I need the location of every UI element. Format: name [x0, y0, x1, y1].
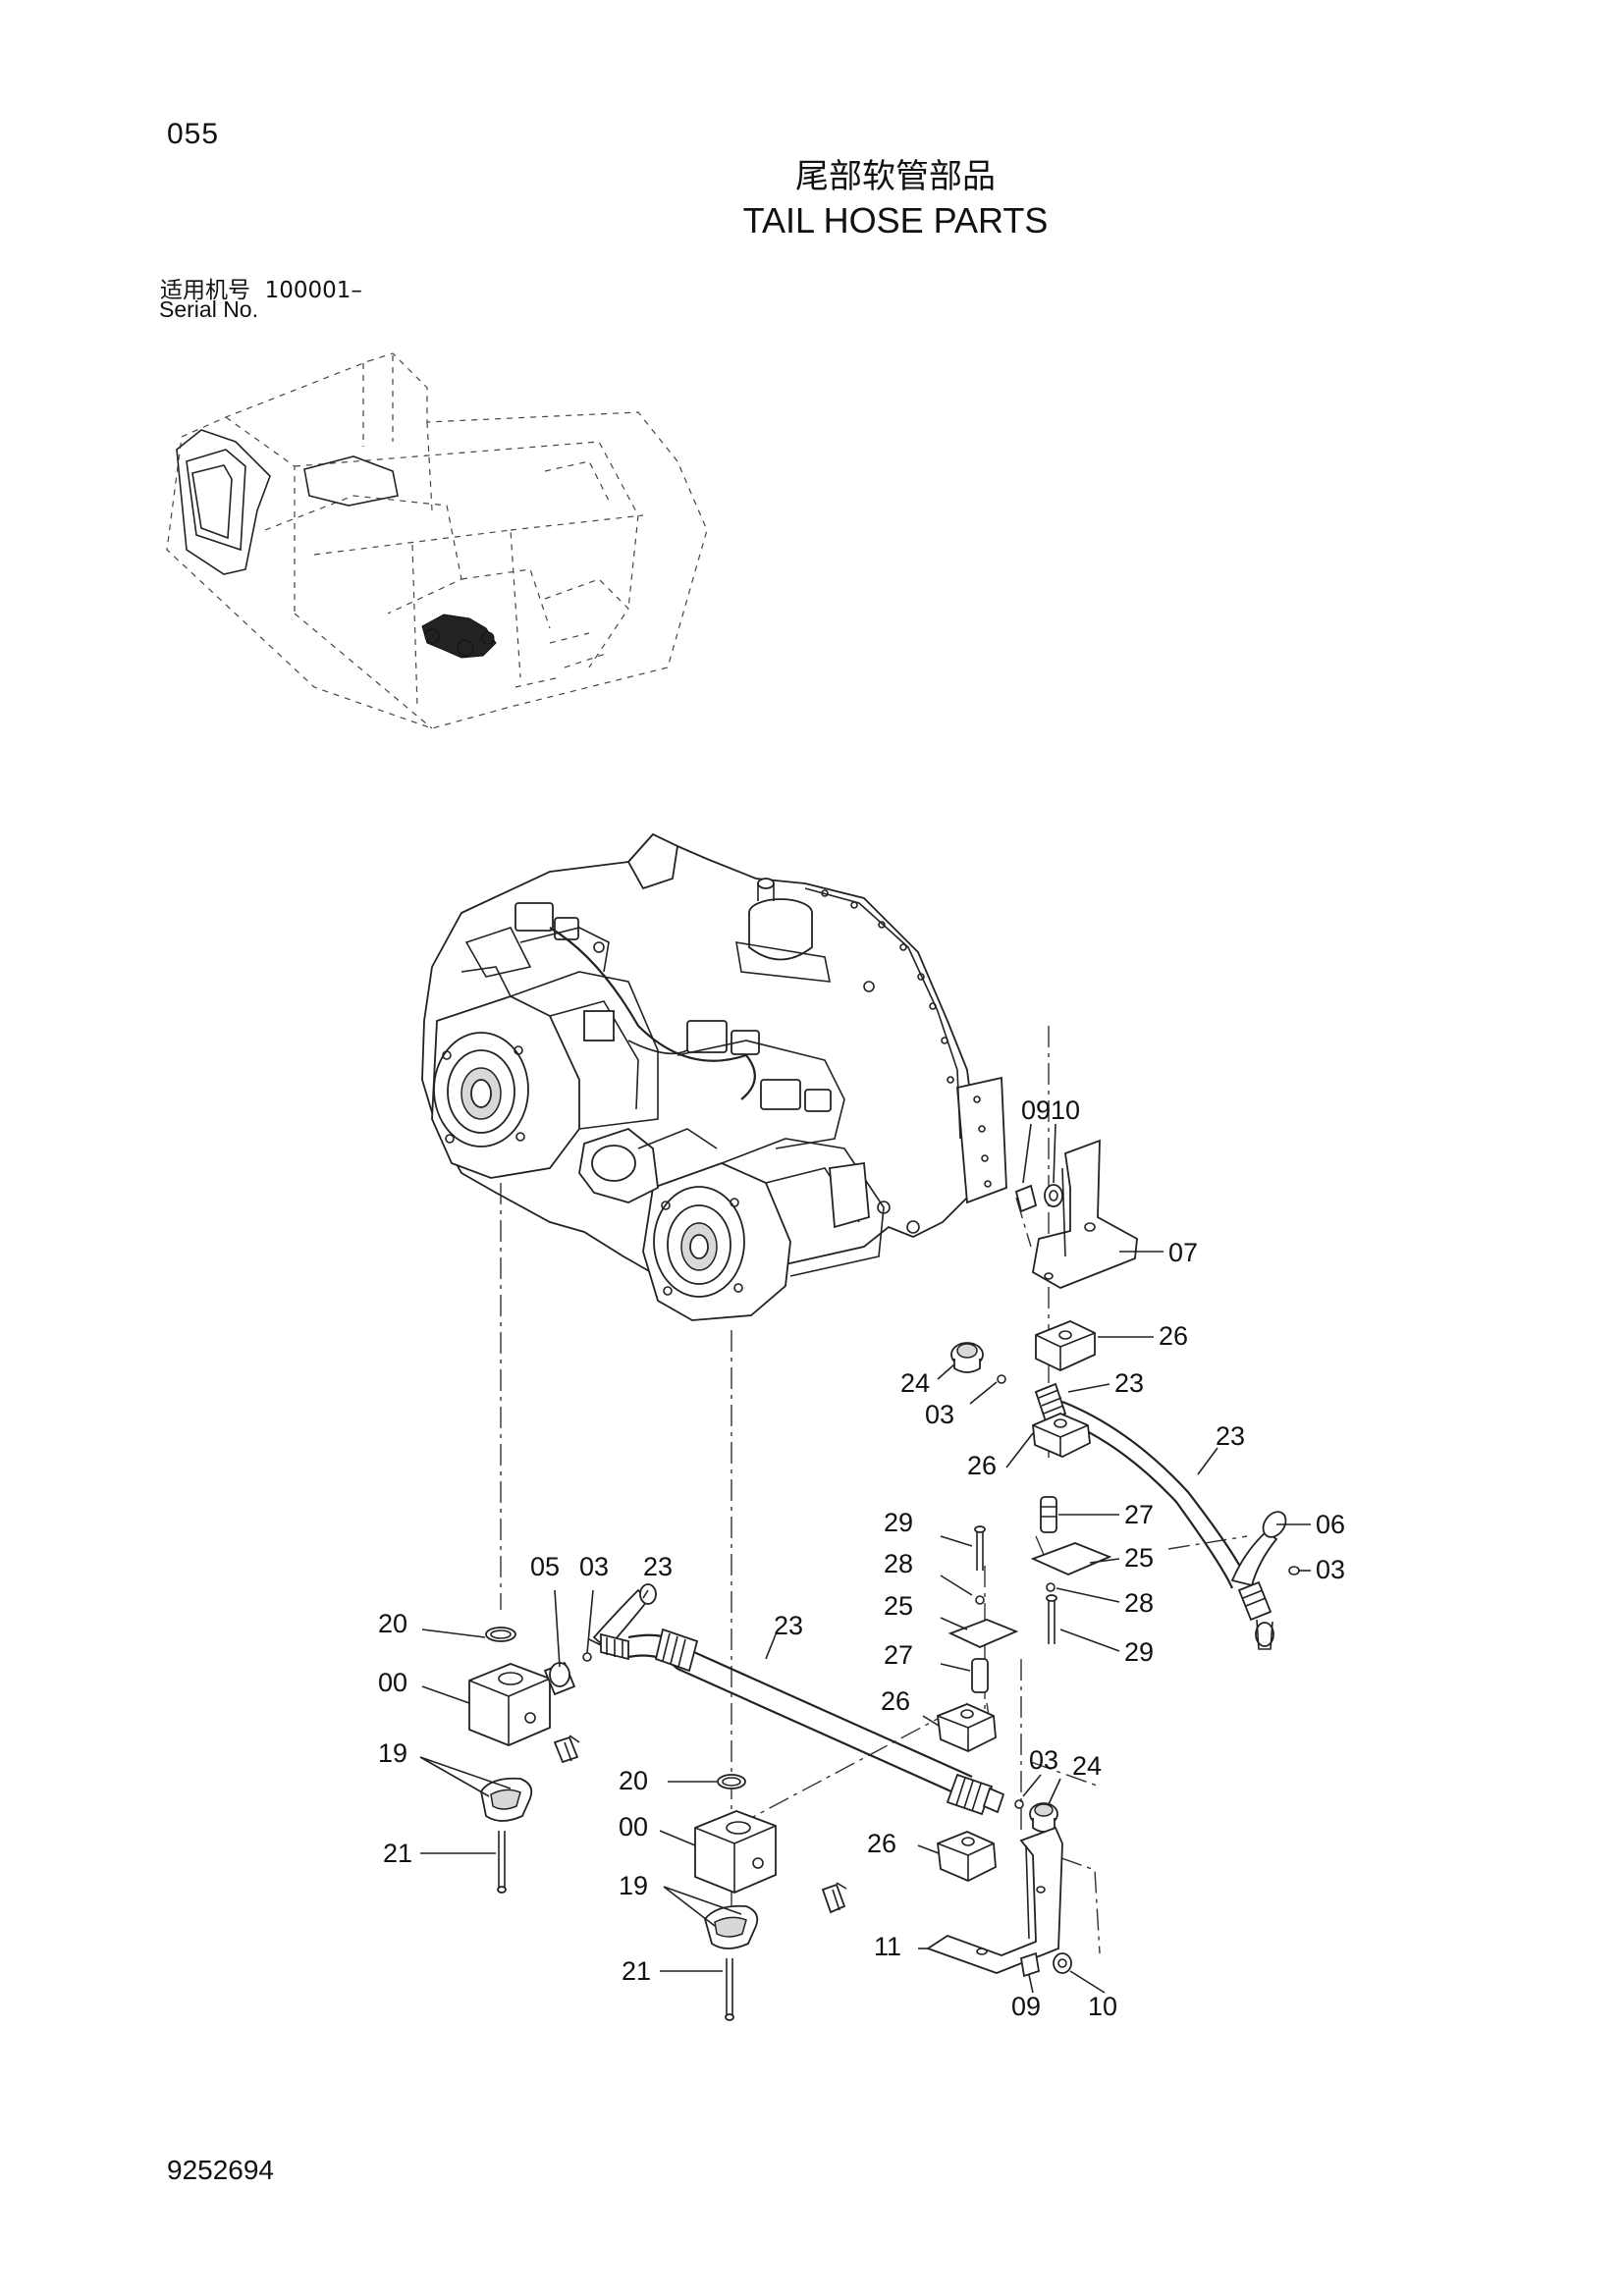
callout-00-right: 00 — [619, 1812, 648, 1842]
callout-labels: 0910 07 26 24 03 23 23 26 27 06 03 29 25… — [378, 1095, 1345, 2021]
serial-label-chinese: 适用机号 100001– — [160, 271, 362, 304]
serial-value: 100001– — [264, 278, 362, 303]
callout-03-upper: 03 — [925, 1400, 954, 1429]
clamp-assembly-middle — [937, 1525, 1019, 1752]
callout-21-right: 21 — [622, 1956, 651, 1986]
callout-03-right: 03 — [1316, 1555, 1345, 1584]
callout-10: 10 — [1088, 1992, 1117, 2021]
callout-26-upper: 26 — [1159, 1321, 1188, 1351]
document-number: 9252694 — [167, 2155, 275, 2185]
title-english: TAIL HOSE PARTS — [742, 200, 1049, 240]
highlighted-pump-location — [421, 614, 497, 659]
callout-19-right: 19 — [619, 1871, 648, 1900]
clamp-assembly-right — [1030, 1413, 1112, 1644]
page-number: 055 — [167, 118, 220, 150]
callout-23-lower: 23 — [774, 1611, 803, 1640]
callout-03-lower: 03 — [1029, 1745, 1058, 1775]
callout-23-lower-left: 23 — [643, 1552, 673, 1581]
callout-11: 11 — [874, 1932, 901, 1961]
callout-24-lower: 24 — [1072, 1751, 1102, 1781]
valve-block-00-left — [468, 1627, 592, 1894]
machine-locator-sketch — [166, 352, 708, 729]
callout-19-left: 19 — [378, 1738, 407, 1768]
callout-27-upper: 27 — [1124, 1500, 1154, 1529]
hose-23-upper — [1034, 1382, 1300, 1650]
callout-09: 09 — [1011, 1992, 1041, 2021]
serial-label-cn: 适用机号 — [160, 278, 250, 303]
hose-23-lower — [588, 1583, 1024, 1816]
callout-25-middle: 25 — [884, 1591, 913, 1621]
plug-24-upper — [950, 1342, 1006, 1384]
clamp-26-lower — [937, 1831, 997, 1882]
callout-29-upper: 29 — [1124, 1637, 1154, 1667]
callout-0910: 0910 — [1021, 1095, 1080, 1125]
callout-24-upper: 24 — [900, 1368, 930, 1398]
callout-26-mid: 26 — [967, 1451, 997, 1480]
leader-lines — [419, 1123, 1311, 1994]
callout-00-left: 00 — [378, 1668, 407, 1697]
callout-06: 06 — [1316, 1510, 1345, 1539]
hydraulic-pump-assembly — [421, 832, 1007, 1321]
callout-28-middle: 28 — [884, 1549, 913, 1578]
bracket-07-upper — [1014, 1139, 1138, 1289]
callout-03-left: 03 — [579, 1552, 609, 1581]
callout-25-upper: 25 — [1124, 1543, 1154, 1573]
callout-21-left: 21 — [383, 1839, 412, 1868]
callout-07: 07 — [1168, 1238, 1198, 1267]
callout-23-upper-a: 23 — [1114, 1368, 1144, 1398]
callout-20-left: 20 — [378, 1609, 407, 1638]
bracket-11-lower — [925, 1826, 1072, 1978]
valve-block-00-right — [694, 1774, 847, 2021]
serial-label-english: Serial No. — [159, 296, 258, 322]
callout-23-upper-b: 23 — [1216, 1421, 1245, 1451]
callout-05: 05 — [530, 1552, 560, 1581]
callout-28-upper: 28 — [1124, 1588, 1154, 1618]
clamp-26-upper — [1035, 1320, 1096, 1371]
callout-26-lower: 26 — [867, 1829, 896, 1858]
callout-26-middle: 26 — [881, 1686, 910, 1716]
callout-27-middle: 27 — [884, 1640, 913, 1670]
title-chinese: 尾部软管部品 — [795, 157, 996, 196]
plug-24-lower — [1029, 1802, 1058, 1833]
callout-20-right: 20 — [619, 1766, 648, 1795]
callout-29-middle: 29 — [884, 1508, 913, 1537]
